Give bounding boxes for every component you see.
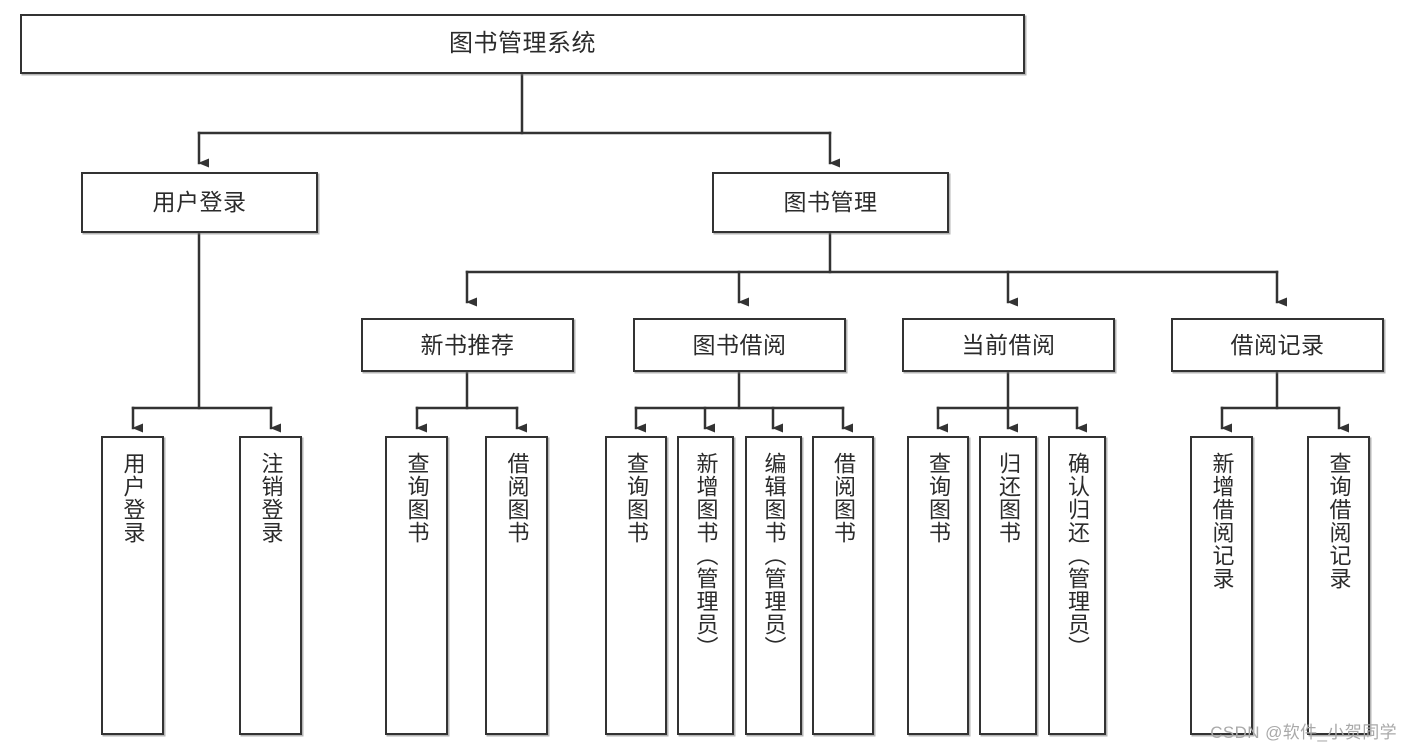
node-leaf-borrow-book-1[interactable]: 借阅图书 [485, 436, 548, 735]
node-leaf-add-book-label: 新增图书（管理员） [693, 452, 719, 659]
node-book-borrow[interactable]: 图书借阅 [633, 318, 846, 372]
node-leaf-logout[interactable]: 注销登录 [239, 436, 302, 735]
node-leaf-edit-book-label: 编辑图书（管理员） [761, 452, 787, 659]
node-book-management[interactable]: 图书管理 [712, 172, 949, 233]
node-leaf-edit-book[interactable]: 编辑图书（管理员） [745, 436, 802, 735]
node-leaf-return-book[interactable]: 归还图书 [979, 436, 1037, 735]
node-root-label: 图书管理系统 [449, 30, 596, 58]
node-book-borrow-label: 图书借阅 [692, 331, 787, 358]
node-leaf-query-book-1-label: 查询图书 [404, 452, 430, 544]
node-leaf-user-login-label: 用户登录 [120, 452, 146, 544]
node-leaf-query-book-2-label: 查询图书 [623, 452, 649, 544]
node-current-borrow[interactable]: 当前借阅 [902, 318, 1115, 372]
node-leaf-return-book-label: 归还图书 [995, 452, 1021, 544]
node-leaf-query-book-3[interactable]: 查询图书 [907, 436, 969, 735]
node-leaf-confirm-return[interactable]: 确认归还（管理员） [1048, 436, 1106, 735]
watermark-text: CSDN @软件_小贺同学 [1210, 723, 1397, 742]
node-leaf-query-record[interactable]: 查询借阅记录 [1307, 436, 1370, 735]
node-borrow-record-label: 借阅记录 [1230, 331, 1325, 358]
node-current-borrow-label: 当前借阅 [961, 331, 1056, 358]
node-leaf-borrow-book-2[interactable]: 借阅图书 [812, 436, 874, 735]
node-book-management-label: 图书管理 [783, 189, 878, 216]
node-root[interactable]: 图书管理系统 [20, 14, 1025, 74]
node-leaf-borrow-book-2-label: 借阅图书 [830, 452, 856, 544]
node-leaf-logout-label: 注销登录 [258, 452, 284, 544]
node-leaf-query-book-2[interactable]: 查询图书 [605, 436, 667, 735]
node-user-login[interactable]: 用户登录 [81, 172, 318, 233]
node-leaf-add-record[interactable]: 新增借阅记录 [1190, 436, 1253, 735]
node-leaf-add-book[interactable]: 新增图书（管理员） [677, 436, 734, 735]
node-leaf-query-book-3-label: 查询图书 [925, 452, 951, 544]
node-new-book-recommend[interactable]: 新书推荐 [361, 318, 574, 372]
node-user-login-label: 用户登录 [152, 189, 247, 216]
node-leaf-confirm-return-label: 确认归还（管理员） [1064, 452, 1090, 659]
node-leaf-query-record-label: 查询借阅记录 [1326, 452, 1352, 590]
node-leaf-query-book-1[interactable]: 查询图书 [385, 436, 448, 735]
node-leaf-borrow-book-1-label: 借阅图书 [504, 452, 530, 544]
node-leaf-add-record-label: 新增借阅记录 [1209, 452, 1235, 590]
node-new-book-recommend-label: 新书推荐 [420, 331, 515, 358]
node-leaf-user-login[interactable]: 用户登录 [101, 436, 164, 735]
node-borrow-record[interactable]: 借阅记录 [1171, 318, 1384, 372]
